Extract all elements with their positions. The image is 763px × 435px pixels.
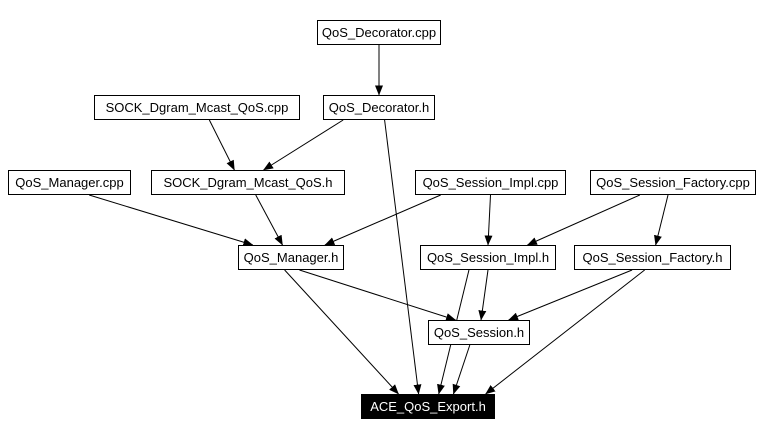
graph-node-label: QoS_Session_Factory.h bbox=[582, 250, 723, 265]
edge-qos_manager_h-to-qos_session_h bbox=[299, 269, 457, 321]
graph-node-label: QoS_Manager.cpp bbox=[15, 175, 124, 190]
edge-qos_decorator_h-to-ace_qos_export_h bbox=[384, 119, 422, 395]
graph-node-label: QoS_Session.h bbox=[433, 325, 525, 340]
edge-qos_decorator_h-to-sock_dgram_mcast_qos_h bbox=[263, 119, 344, 171]
graph-node-ace_qos_export_h: ACE_QoS_Export.h bbox=[361, 394, 495, 419]
edge-qos_session_impl_cpp-to-qos_session_impl_h bbox=[484, 194, 493, 246]
graph-node-qos_decorator_cpp[interactable]: QoS_Decorator.cpp bbox=[317, 20, 441, 45]
graph-node-label: QoS_Decorator.cpp bbox=[321, 25, 437, 40]
graph-node-label: SOCK_Dgram_Mcast_QoS.h bbox=[163, 175, 333, 190]
graph-node-label: ACE_QoS_Export.h bbox=[370, 399, 486, 414]
graph-node-label: QoS_Session_Impl.h bbox=[426, 250, 550, 265]
graph-node-qos_session_factory_cpp[interactable]: QoS_Session_Factory.cpp bbox=[590, 170, 756, 195]
graph-node-qos_session_impl_h[interactable]: QoS_Session_Impl.h bbox=[420, 245, 556, 270]
graph-node-label: QoS_Session_Impl.cpp bbox=[422, 175, 559, 190]
graph-node-qos_session_impl_cpp[interactable]: QoS_Session_Impl.cpp bbox=[415, 170, 566, 195]
graph-node-qos_decorator_h[interactable]: QoS_Decorator.h bbox=[323, 95, 435, 120]
graph-node-qos_manager_cpp[interactable]: QoS_Manager.cpp bbox=[8, 170, 131, 195]
edge-qos_manager_h-to-ace_qos_export_h bbox=[284, 269, 399, 395]
graph-node-qos_session_factory_h[interactable]: QoS_Session_Factory.h bbox=[574, 245, 731, 270]
edge-qos_manager_cpp-to-qos_manager_h bbox=[89, 194, 254, 247]
graph-node-qos_session_h[interactable]: QoS_Session.h bbox=[428, 320, 530, 345]
edge-qos_session_factory_cpp-to-qos_session_impl_h bbox=[526, 194, 641, 246]
edge-qos_session_factory_cpp-to-qos_session_factory_h bbox=[654, 194, 669, 246]
edge-sock_dgram_mcast_qos_h-to-qos_manager_h bbox=[255, 194, 283, 246]
edge-qos_session_impl_cpp-to-qos_manager_h bbox=[324, 194, 441, 246]
edge-sock_dgram_mcast_qos_cpp-to-sock_dgram_mcast_qos_h bbox=[208, 119, 235, 171]
edge-qos_session_h-to-ace_qos_export_h bbox=[452, 344, 471, 395]
graph-node-label: QoS_Session_Factory.cpp bbox=[596, 175, 750, 190]
graph-node-qos_manager_h[interactable]: QoS_Manager.h bbox=[238, 245, 344, 270]
graph-node-label: QoS_Manager.h bbox=[243, 250, 339, 265]
graph-node-sock_dgram_mcast_qos_h[interactable]: SOCK_Dgram_Mcast_QoS.h bbox=[151, 170, 345, 195]
edge-qos_session_factory_h-to-qos_session_h bbox=[508, 269, 633, 321]
graph-node-sock_dgram_mcast_qos_cpp[interactable]: SOCK_Dgram_Mcast_QoS.cpp bbox=[94, 95, 300, 120]
graph-node-label: SOCK_Dgram_Mcast_QoS.cpp bbox=[105, 100, 289, 115]
graph-node-label: QoS_Decorator.h bbox=[328, 100, 430, 115]
edge-qos_session_impl_h-to-qos_session_h bbox=[478, 269, 489, 321]
